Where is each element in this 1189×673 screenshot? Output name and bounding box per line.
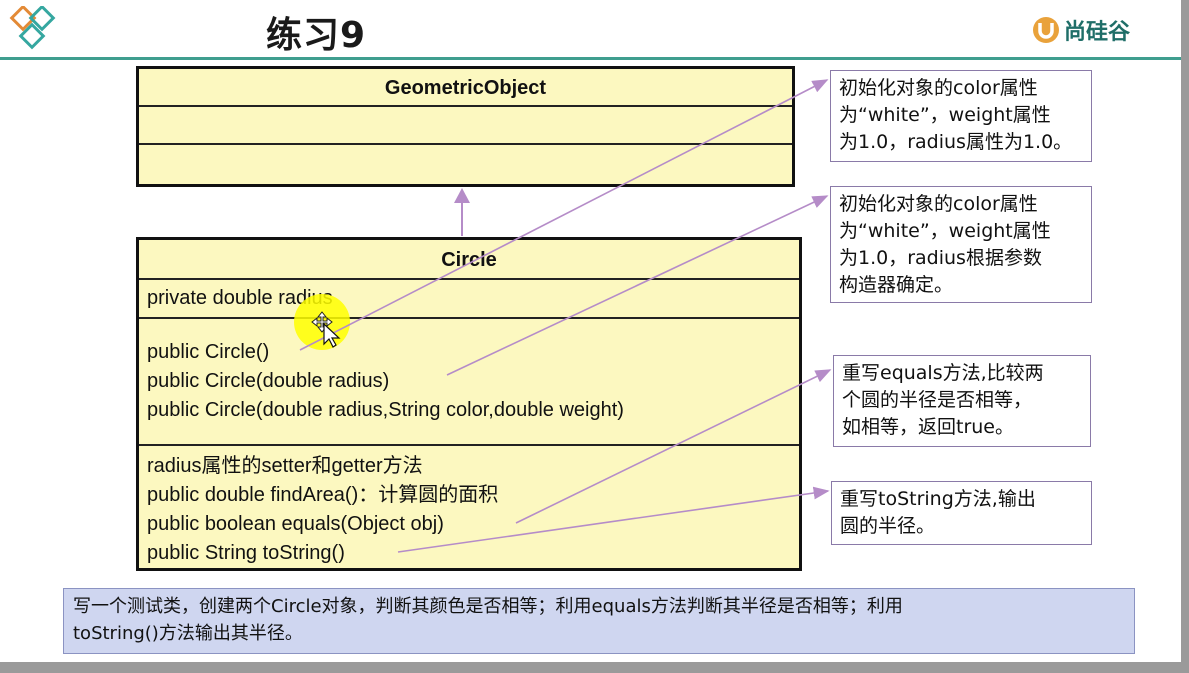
- exercise-line: 写一个测试类，创建两个Circle对象，判断其颜色是否相等；利用equals方法…: [73, 596, 903, 617]
- class-attributes: private double radius: [139, 280, 799, 319]
- note-line: 重写equals方法,比较两: [842, 362, 1044, 384]
- method: public boolean equals(Object obj): [147, 513, 444, 535]
- note-default-constructor: 初始化对象的color属性 为“white”，weight属性 为1.0，rad…: [830, 70, 1092, 162]
- note-tostring: 重写toString方法,输出 圆的半径。: [831, 481, 1092, 545]
- note-line: 初始化对象的color属性: [839, 193, 1038, 215]
- method: radius属性的setter和getter方法: [147, 455, 423, 477]
- uml-class-geometricobject: GeometricObject: [136, 66, 795, 187]
- note-line: 为1.0，radius根据参数: [839, 247, 1042, 269]
- exercise-description: 写一个测试类，创建两个Circle对象，判断其颜色是否相等；利用equals方法…: [63, 588, 1135, 654]
- brand-u-icon: [1033, 17, 1059, 43]
- header-rule: [0, 57, 1181, 60]
- note-line: 为1.0，radius属性为1.0。: [839, 131, 1073, 153]
- note-line: 如相等，返回true。: [842, 416, 1014, 438]
- brand-logo: 尚硅谷: [1032, 14, 1130, 46]
- note-line: 构造器确定。: [839, 274, 954, 296]
- constructor: public Circle(double radius): [147, 370, 390, 392]
- class-name: Circle: [139, 240, 799, 280]
- diamond-logo-icon: [9, 6, 56, 50]
- class-methods-empty: [139, 145, 792, 184]
- class-constructors: public Circle() public Circle(double rad…: [139, 319, 799, 446]
- class-methods: radius属性的setter和getter方法 public double f…: [139, 446, 799, 568]
- note-equals: 重写equals方法,比较两 个圆的半径是否相等， 如相等，返回true。: [833, 355, 1091, 447]
- inheritance-arrowhead: [454, 188, 470, 203]
- class-name: GeometricObject: [139, 69, 792, 107]
- class-attributes-empty: [139, 107, 792, 145]
- note-radius-constructor: 初始化对象的color属性 为“white”，weight属性 为1.0，rad…: [830, 186, 1092, 303]
- note-line: 个圆的半径是否相等，: [842, 389, 1033, 411]
- slide-title: 练习9: [266, 15, 367, 56]
- window-frame-right: [1181, 0, 1189, 673]
- uml-class-circle: Circle private double radius public Circ…: [136, 237, 802, 571]
- attribute: private double radius: [147, 287, 333, 309]
- note-line: 初始化对象的color属性: [839, 77, 1038, 99]
- note-line: 为“white”，weight属性: [839, 104, 1051, 126]
- method: public String toString(): [147, 542, 345, 564]
- constructor: public Circle(double radius,String color…: [147, 399, 624, 421]
- window-frame-bottom: [0, 662, 1189, 673]
- note-line: 圆的半径。: [840, 515, 936, 537]
- exercise-line: toString()方法输出其半径。: [73, 623, 303, 644]
- method: public double findArea()：计算圆的面积: [147, 484, 499, 506]
- brand-name: 尚硅谷: [1064, 20, 1131, 45]
- note-line: 为“white”，weight属性: [839, 220, 1051, 242]
- note-line: 重写toString方法,输出: [840, 488, 1036, 510]
- constructor: public Circle(): [147, 341, 270, 363]
